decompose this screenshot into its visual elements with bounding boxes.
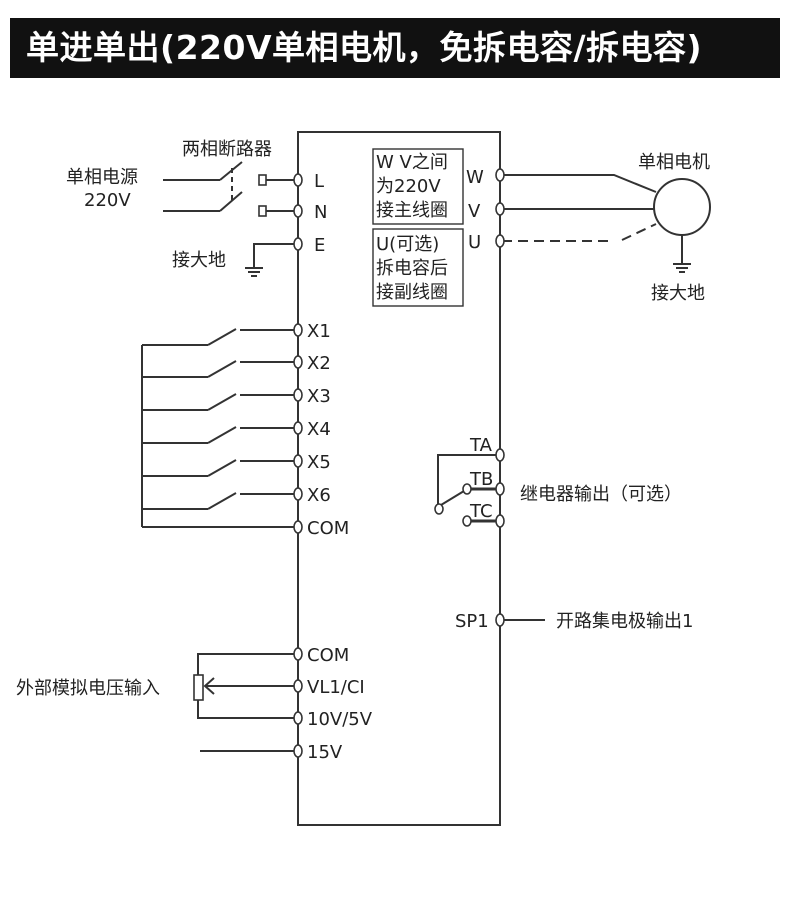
motor-icon (653, 178, 711, 236)
terminal-label: X5 (307, 452, 331, 473)
terminal-10v5v[interactable] (293, 711, 303, 725)
potentiometer-icon (193, 653, 296, 752)
terminal-label: COM (307, 518, 349, 539)
switch-blade (207, 328, 237, 346)
terminal-label: 10V/5V (307, 709, 373, 730)
terminal-label: L (314, 171, 324, 192)
terminal-label: X6 (307, 485, 331, 506)
terminal-n[interactable] (293, 204, 303, 218)
ground-icon (245, 243, 296, 277)
terminal-x6[interactable] (293, 487, 303, 501)
terminal-x3[interactable] (293, 388, 303, 402)
terminal-vl1ci[interactable] (293, 679, 303, 693)
terminal-label: SP1 (455, 611, 489, 632)
digital-input-switches (141, 328, 296, 528)
note-aux-box (372, 228, 464, 307)
switch-blade (207, 393, 237, 411)
relay-label: 继电器输出（可选） (520, 484, 682, 505)
terminal-com[interactable] (293, 520, 303, 534)
terminal-label: TC (469, 501, 493, 522)
note-aux-line: 拆电容后 (376, 258, 448, 279)
breaker-switch (163, 161, 296, 217)
terminal-label: VL1/CI (307, 677, 365, 698)
terminal-x5[interactable] (293, 454, 303, 468)
terminal-label: TB (469, 469, 493, 490)
terminal-label: W (466, 167, 484, 188)
terminal-com[interactable] (293, 647, 303, 661)
terminal-tc[interactable] (495, 514, 505, 528)
terminal-e[interactable] (293, 237, 303, 251)
motor-label: 单相电机 (638, 152, 710, 173)
terminal-x4[interactable] (293, 421, 303, 435)
motor-wires (502, 174, 657, 242)
terminal-label: TA (469, 435, 493, 456)
terminal-x2[interactable] (293, 355, 303, 369)
inverter-box (297, 131, 501, 826)
terminal-v[interactable] (495, 202, 505, 216)
open-collector-label: 开路集电极输出1 (556, 611, 693, 632)
switch-blade (207, 459, 237, 477)
note-aux-line: 接副线圈 (376, 282, 448, 303)
terminal-label: COM (307, 645, 349, 666)
terminal-label: X3 (307, 386, 331, 407)
terminal-sp1[interactable] (495, 613, 505, 627)
switch-blade (207, 426, 237, 444)
terminal-tb[interactable] (495, 482, 505, 496)
terminal-15v[interactable] (293, 744, 303, 758)
terminal-label: V (468, 201, 481, 222)
note-main-line: 接主线圈 (376, 200, 448, 221)
note-main-box (372, 148, 464, 225)
motor-ground-icon (673, 235, 691, 273)
terminal-w[interactable] (495, 168, 505, 182)
ground-label: 接大地 (172, 250, 226, 271)
terminal-label: X4 (307, 419, 331, 440)
terminal-label: E (314, 235, 325, 256)
switch-blade (207, 360, 237, 378)
note-main-line: W V之间 (376, 152, 448, 173)
terminal-label: U (468, 232, 481, 253)
terminal-label: N (314, 202, 327, 223)
terminal-label: 15V (307, 742, 343, 763)
terminal-x1[interactable] (293, 323, 303, 337)
breaker-label: 两相断路器 (182, 139, 272, 160)
power-voltage-label: 220V (84, 190, 131, 211)
note-main-line: 为220V (376, 176, 441, 197)
motor-ground-label: 接大地 (651, 283, 705, 304)
note-aux-line: U(可选) (376, 234, 439, 255)
terminal-u[interactable] (495, 234, 505, 248)
power-source-label: 单相电源 (66, 167, 138, 188)
terminal-label: X1 (307, 321, 331, 342)
switch-blade (207, 492, 237, 510)
terminal-label: X2 (307, 353, 331, 374)
relay-contact-icon (434, 454, 496, 527)
analog-input-label: 外部模拟电压输入 (16, 678, 160, 699)
terminal-l[interactable] (293, 173, 303, 187)
terminal-ta[interactable] (495, 448, 505, 462)
diagram-title: 单进单出(220V单相电机，免拆电容/拆电容) (10, 18, 780, 78)
